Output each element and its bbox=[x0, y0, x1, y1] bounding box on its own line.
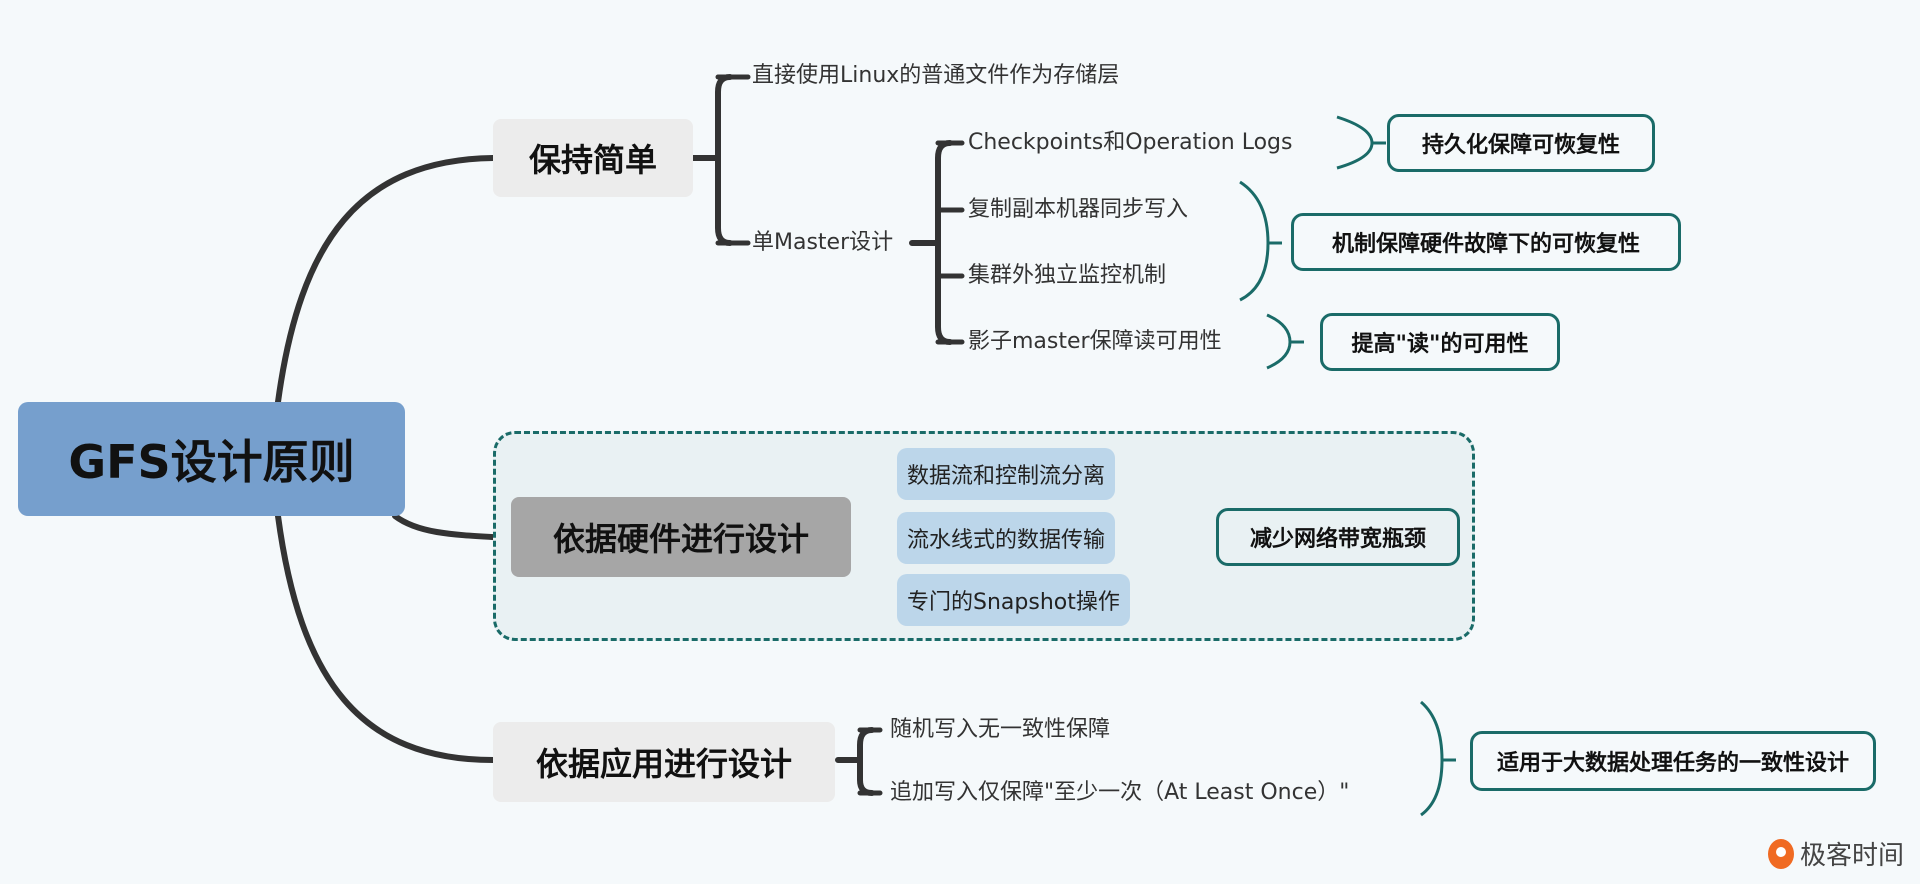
subtopic-random-write[interactable]: 随机写入无一致性保障 bbox=[890, 717, 1111, 742]
geektime-logo-icon bbox=[1767, 838, 1794, 869]
connector-root-branch3 bbox=[275, 513, 496, 763]
subtopic-data-control-separation[interactable]: 数据流和控制流分离 bbox=[897, 448, 1116, 500]
summary-read-availability[interactable]: 提高"读"的可用性 bbox=[1320, 313, 1560, 371]
watermark: 极客时间 bbox=[1767, 835, 1904, 872]
summary-reduce-bandwidth[interactable]: 减少网络带宽瓶颈 bbox=[1216, 508, 1460, 566]
summary-bigdata-consistency[interactable]: 适用于大数据处理任务的一致性设计 bbox=[1470, 731, 1876, 791]
topic-application-design[interactable]: 依据应用进行设计 bbox=[493, 722, 835, 802]
summary-bracket-2 bbox=[1239, 180, 1282, 302]
topic-hardware-design[interactable]: 依据硬件进行设计 bbox=[511, 497, 851, 577]
summary-hardware-recovery[interactable]: 机制保障硬件故障下的可恢复性 bbox=[1291, 213, 1681, 271]
subtopic-snapshot[interactable]: 专门的Snapshot操作 bbox=[897, 574, 1130, 626]
summary-bracket-1 bbox=[1336, 115, 1386, 170]
subtopic-shadow-master[interactable]: 影子master保障读可用性 bbox=[968, 329, 1222, 354]
watermark-text: 极客时间 bbox=[1799, 841, 1904, 871]
connector-branch3-bracket bbox=[835, 727, 875, 796]
subtopic-external-monitor[interactable]: 集群外独立监控机制 bbox=[968, 263, 1167, 288]
subtopic-append-write[interactable]: 追加写入仅保障"至少一次（At Least Once）" bbox=[890, 780, 1350, 805]
connector-branch1-bracket bbox=[690, 74, 733, 246]
root-topic[interactable]: GFS设计原则 bbox=[18, 402, 405, 516]
topic-keep-simple[interactable]: 保持简单 bbox=[493, 119, 693, 197]
connector-root-branch1 bbox=[275, 155, 496, 405]
subtopic-linux-files[interactable]: 直接使用Linux的普通文件作为存储层 bbox=[752, 63, 1120, 88]
subtopic-single-master[interactable]: 单Master设计 bbox=[752, 230, 894, 255]
subtopic-replica-sync[interactable]: 复制副本机器同步写入 bbox=[968, 197, 1189, 222]
subtopic-pipelined-transfer[interactable]: 流水线式的数据传输 bbox=[897, 512, 1116, 564]
summary-bracket-5 bbox=[1419, 700, 1456, 817]
summary-bracket-3 bbox=[1266, 313, 1304, 370]
summary-durability[interactable]: 持久化保障可恢复性 bbox=[1387, 114, 1655, 172]
connector-master-bracket bbox=[909, 140, 953, 345]
subtopic-checkpoints[interactable]: Checkpoints和Operation Logs bbox=[968, 130, 1293, 155]
